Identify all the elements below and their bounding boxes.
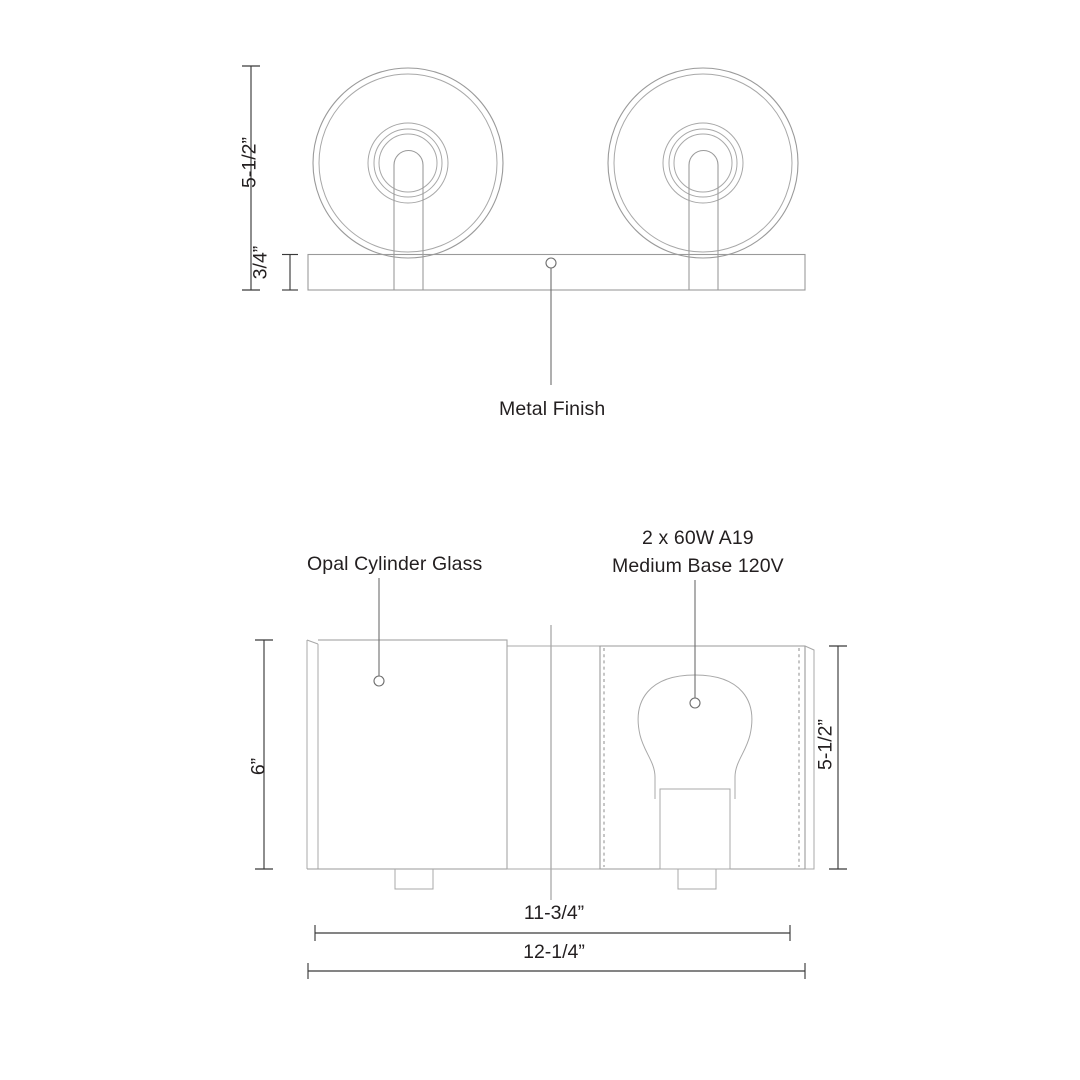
left-cylinder-edge-cap — [306, 639, 319, 645]
right-opal-cylinder — [599, 645, 815, 890]
opal-cylinder-glass-label: Opal Cylinder Glass — [307, 553, 483, 575]
lamping-label-line-1: 2 x 60W A19 — [642, 527, 754, 549]
right-cylinder-body — [599, 645, 806, 870]
left-stem-arm — [393, 150, 424, 290]
backplate-hub-circle-1 — [662, 122, 744, 204]
dim-backplate-height — [242, 65, 260, 291]
lamping-callout — [689, 580, 701, 709]
top-view-group — [242, 65, 806, 385]
lamping-label: 2 x 60W A19 Medium Base 120V — [612, 524, 784, 580]
bottom-view-group — [255, 578, 847, 979]
dim-fixture-height-text: 5-1/2” — [814, 719, 837, 770]
backplate-hub-circle-2 — [668, 128, 738, 198]
dim-overall-width-text: 12-1/4” — [523, 941, 585, 963]
opal-leader-dot — [373, 675, 385, 687]
left-backplate — [312, 67, 504, 259]
backplate-outer-circle-inner — [318, 73, 498, 253]
left-opal-cylinder — [306, 639, 600, 890]
metal-finish-label: Metal Finish — [499, 398, 606, 420]
dim-backplate-height-text: 5-1/2” — [238, 137, 261, 188]
backplate-hub-circle-2 — [373, 128, 443, 198]
dim-glass-width — [314, 925, 791, 941]
dim-overall-width — [307, 963, 806, 979]
backplate-hub-circle-3 — [378, 133, 438, 193]
lamping-leader-dot — [689, 697, 701, 709]
backplate-hub-circle-1 — [367, 122, 449, 204]
right-backplate — [607, 67, 799, 259]
left-cylinder-body — [307, 639, 508, 870]
dim-bar-depth — [282, 253, 298, 291]
bulb-medium-base — [659, 788, 731, 870]
backplate-outer-circle-inner — [613, 73, 793, 253]
left-cylinder-bottom-tab — [394, 869, 434, 890]
opal-cylinder-glass-callout — [373, 578, 385, 687]
dim-bar-depth-text: 3/4” — [249, 245, 272, 280]
right-cylinder-edge-band — [804, 645, 815, 870]
a19-bulb — [637, 674, 753, 870]
lamping-label-line-2: Medium Base 120V — [612, 555, 784, 577]
right-cylinder-bottom-tab — [677, 869, 717, 890]
dim-fixture-height — [829, 645, 847, 870]
backplate-outer-circle — [607, 67, 799, 259]
backplate-outer-circle — [312, 67, 504, 259]
dim-glass-height — [255, 639, 273, 870]
dim-glass-height-text: 6” — [247, 757, 270, 776]
metal-finish-leader-dot — [545, 257, 557, 269]
backplate-hub-circle-3 — [673, 133, 733, 193]
right-stem-arm — [688, 150, 719, 290]
dim-glass-width-text: 11-3/4” — [523, 902, 585, 924]
metal-finish-callout — [545, 257, 557, 385]
mounting-bar — [307, 253, 806, 291]
